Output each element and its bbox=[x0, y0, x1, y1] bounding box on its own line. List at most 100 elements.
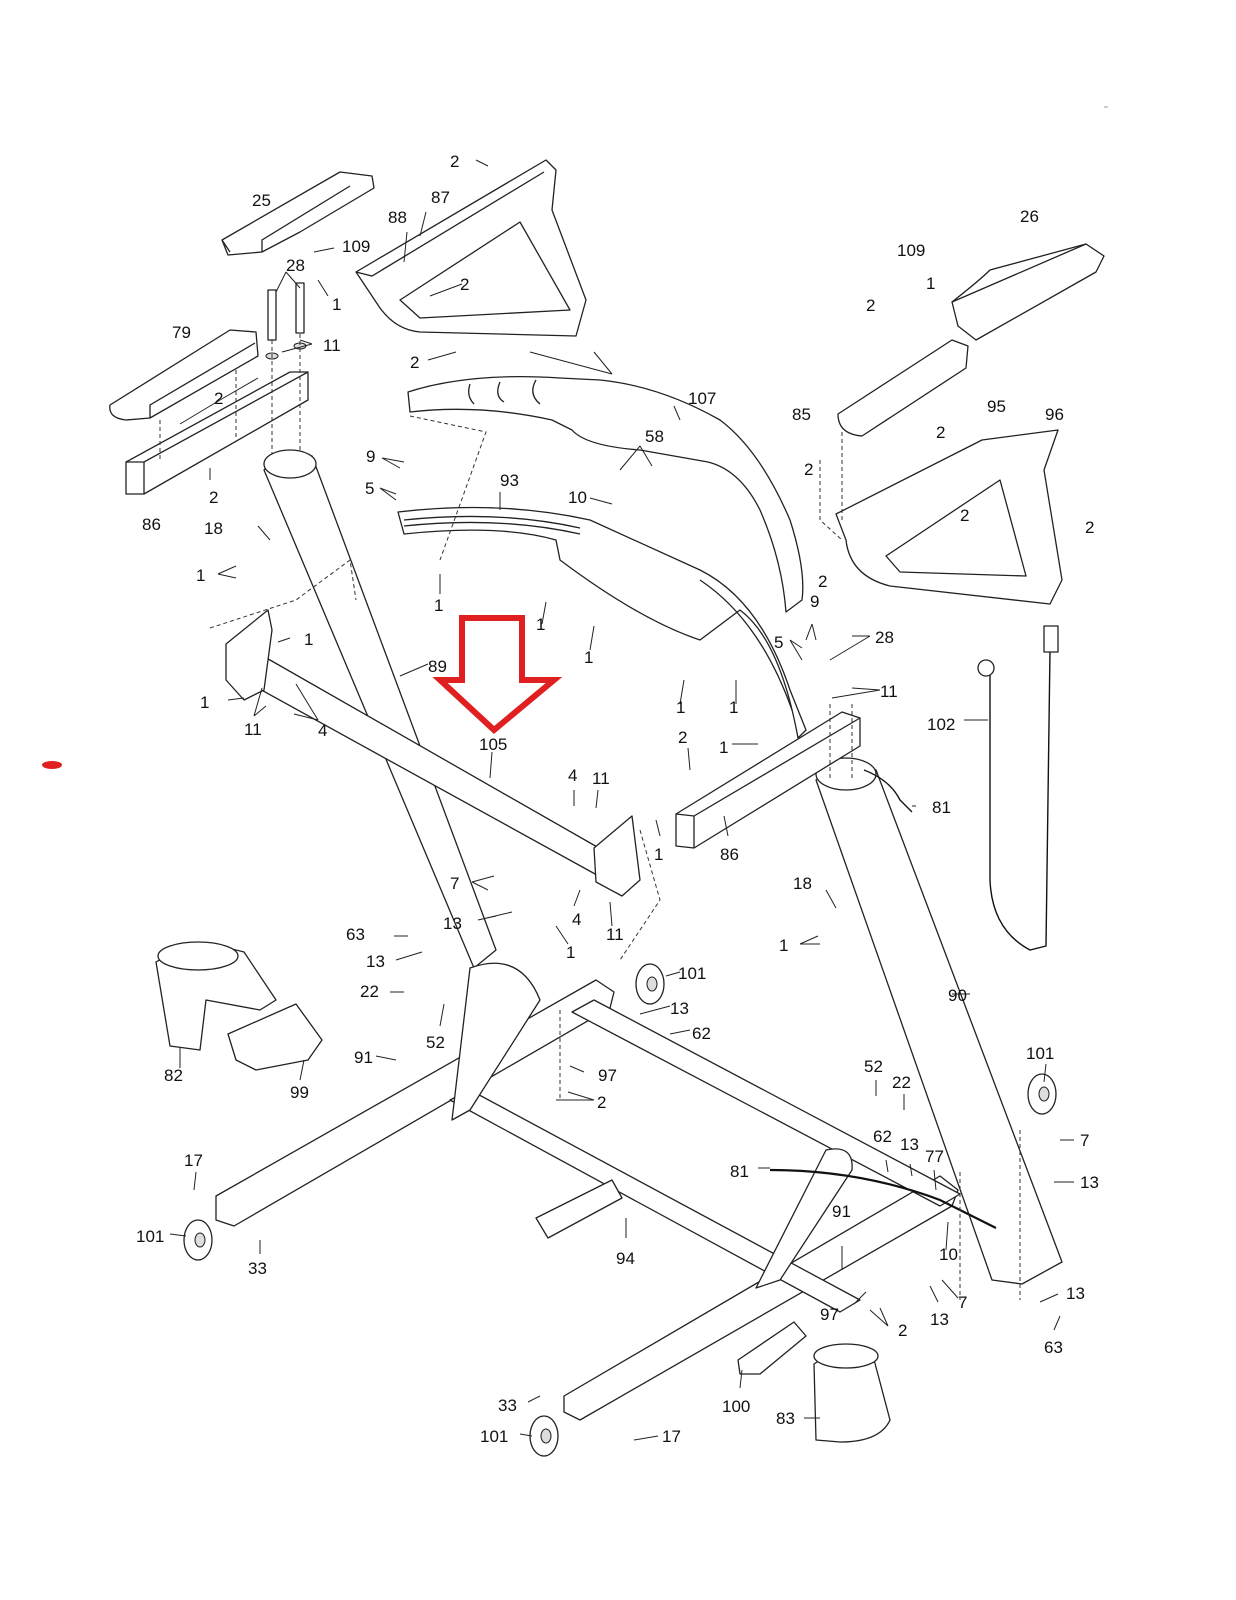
part-label-63: 63 bbox=[346, 925, 365, 944]
part-label-33: 33 bbox=[248, 1259, 267, 1278]
part-label-13: 13 bbox=[1066, 1284, 1085, 1303]
red-mark bbox=[42, 761, 62, 769]
part-83-base-cover bbox=[813, 1343, 891, 1443]
part-101-wheels bbox=[183, 963, 1057, 1457]
part-label-82: 82 bbox=[164, 1066, 183, 1085]
part-label-18: 18 bbox=[204, 519, 223, 538]
part-label-52: 52 bbox=[864, 1057, 883, 1076]
part-label-11: 11 bbox=[592, 769, 610, 788]
part-label-91: 91 bbox=[354, 1048, 373, 1067]
part-label-79: 79 bbox=[172, 323, 191, 342]
part-102-cable bbox=[977, 625, 1059, 951]
part-label-99: 99 bbox=[290, 1083, 309, 1102]
part-label-13: 13 bbox=[1080, 1173, 1099, 1192]
part-90-right-upright bbox=[815, 757, 1063, 1285]
part-label-97: 97 bbox=[598, 1066, 617, 1085]
part-label-2: 2 bbox=[597, 1093, 606, 1112]
part-label-2: 2 bbox=[936, 423, 945, 442]
part-label-1: 1 bbox=[536, 615, 545, 634]
part-label-2: 2 bbox=[960, 506, 969, 525]
part-label-5: 5 bbox=[365, 479, 374, 498]
part-label-13: 13 bbox=[443, 914, 462, 933]
part-label-1: 1 bbox=[434, 596, 443, 615]
part-label-7: 7 bbox=[1080, 1131, 1089, 1150]
part-99-base-cover bbox=[227, 1003, 323, 1071]
part-label-4: 4 bbox=[318, 721, 327, 740]
part-label-9: 9 bbox=[366, 447, 375, 466]
part-86-crossmember-left bbox=[125, 371, 309, 495]
part-label-17: 17 bbox=[662, 1427, 681, 1446]
part-label-77: 77 bbox=[925, 1147, 944, 1166]
part-label-107: 107 bbox=[688, 389, 716, 408]
part-label-101: 101 bbox=[136, 1227, 164, 1246]
part-label-7: 7 bbox=[958, 1293, 967, 1312]
part-82-base-cover bbox=[155, 941, 277, 1051]
part-81-wire-upper bbox=[863, 769, 913, 813]
part-label-52: 52 bbox=[426, 1033, 445, 1052]
part-label-33: 33 bbox=[498, 1396, 517, 1415]
part-label-89: 89 bbox=[428, 657, 447, 676]
part-label-2: 2 bbox=[898, 1321, 907, 1340]
part-88-side-cover bbox=[355, 159, 587, 337]
part-label-96: 96 bbox=[1045, 405, 1064, 424]
part-81-wire-lower bbox=[769, 1168, 997, 1229]
part-label-1: 1 bbox=[779, 936, 788, 955]
part-label-2: 2 bbox=[460, 275, 469, 294]
part-93-handlebar-frame bbox=[397, 506, 807, 739]
part-label-2: 2 bbox=[450, 152, 459, 171]
part-label-25: 25 bbox=[252, 191, 271, 210]
part-label-5: 5 bbox=[774, 633, 783, 652]
highlight-arrow bbox=[432, 615, 563, 734]
part-label-1: 1 bbox=[729, 698, 738, 717]
part-label-91: 91 bbox=[832, 1202, 851, 1221]
part-label-2: 2 bbox=[410, 353, 419, 372]
part-label-1: 1 bbox=[676, 698, 685, 717]
part-100-base-cover bbox=[737, 1321, 807, 1375]
part-label-109: 109 bbox=[342, 237, 370, 256]
part-label-2: 2 bbox=[804, 460, 813, 479]
part-107-handlebar bbox=[407, 375, 804, 613]
part-26-cover bbox=[951, 243, 1105, 341]
part-label-2: 2 bbox=[209, 488, 218, 507]
part-label-1: 1 bbox=[332, 295, 341, 314]
part-label-13: 13 bbox=[670, 999, 689, 1018]
part-label-81: 81 bbox=[730, 1162, 749, 1181]
part-label-87: 87 bbox=[431, 188, 450, 207]
part-label-90: 90 bbox=[948, 986, 967, 1005]
part-label-102: 102 bbox=[927, 715, 955, 734]
part-label-85: 85 bbox=[792, 405, 811, 424]
scan-speck bbox=[1104, 106, 1108, 108]
part-label-26: 26 bbox=[1020, 207, 1039, 226]
part-label-83: 83 bbox=[776, 1409, 795, 1428]
part-label-88: 88 bbox=[388, 208, 407, 227]
part-label-105: 105 bbox=[479, 735, 507, 754]
part-label-86: 86 bbox=[142, 515, 161, 534]
part-label-17: 17 bbox=[184, 1151, 203, 1170]
part-label-13: 13 bbox=[900, 1135, 919, 1154]
part-label-1: 1 bbox=[719, 738, 728, 757]
part-label-109: 109 bbox=[897, 241, 925, 260]
part-label-2: 2 bbox=[1085, 518, 1094, 537]
leader-lines bbox=[169, 159, 1074, 1441]
part-label-18: 18 bbox=[793, 874, 812, 893]
part-label-2: 2 bbox=[866, 296, 875, 315]
part-label-2: 2 bbox=[678, 728, 687, 747]
part-96-side-cover bbox=[835, 429, 1063, 605]
part-label-95: 95 bbox=[987, 397, 1006, 416]
part-label-11: 11 bbox=[323, 336, 341, 355]
part-label-11: 11 bbox=[244, 720, 262, 739]
part-label-28: 28 bbox=[875, 628, 894, 647]
part-25-cover bbox=[221, 171, 375, 256]
part-89-left-upright bbox=[263, 449, 497, 969]
part-label-1: 1 bbox=[926, 274, 935, 293]
part-label-63: 63 bbox=[1044, 1338, 1063, 1357]
part-label-1: 1 bbox=[654, 845, 663, 864]
part-label-62: 62 bbox=[692, 1024, 711, 1043]
part-label-1: 1 bbox=[584, 648, 593, 667]
part-label-101: 101 bbox=[678, 964, 706, 983]
part-label-13: 13 bbox=[930, 1310, 949, 1329]
part-label-58: 58 bbox=[645, 427, 664, 446]
part-86-crossmember-right bbox=[675, 711, 861, 849]
